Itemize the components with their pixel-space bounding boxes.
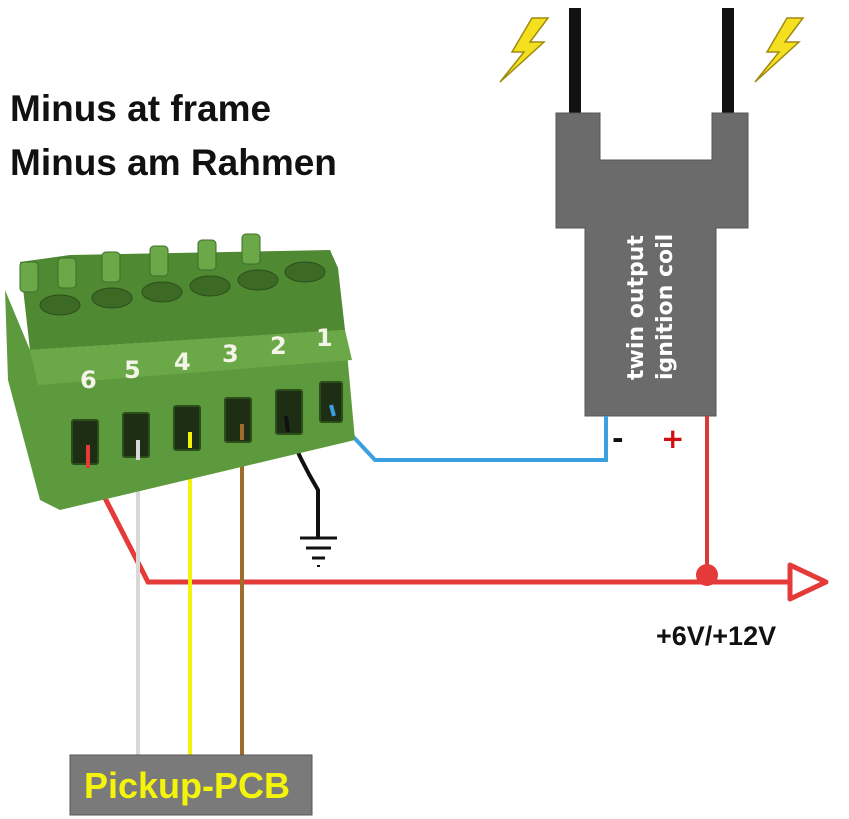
pickup-pcb-label: Pickup-PCB — [84, 765, 290, 806]
wire-red-supply — [85, 463, 800, 585]
pin-label: 5 — [124, 356, 141, 384]
supply-voltage-label: +6V/+12V — [656, 621, 776, 651]
coil-plus-label: + — [661, 422, 684, 455]
ht-lead-left — [569, 8, 581, 118]
coil-body — [555, 112, 749, 417]
coil-label-line2: ignition coil — [653, 234, 678, 380]
pin-label: 2 — [270, 332, 287, 360]
lightning-icon — [499, 17, 550, 83]
coil-label-line1: twin output — [624, 235, 649, 380]
pin-label: 3 — [222, 340, 239, 368]
terminal-block: 6 5 4 3 2 1 — [5, 233, 355, 510]
pin-label: 6 — [80, 366, 97, 394]
title-line-1: Minus at frame — [10, 88, 272, 129]
lightning-icon — [754, 17, 805, 83]
ht-lead-right — [722, 8, 734, 118]
ignition-coil: twin output ignition coil — [555, 8, 749, 417]
arrow-right-icon — [787, 562, 829, 602]
wire-blue — [329, 411, 608, 462]
ground-symbol-icon — [300, 536, 337, 567]
pin-label: 4 — [174, 348, 191, 376]
coil-minus-label: - — [612, 422, 624, 455]
junction-dot-icon — [696, 564, 718, 586]
pin-label: 1 — [316, 324, 333, 352]
pickup-pcb: Pickup-PCB — [69, 754, 313, 816]
title-line-2: Minus am Rahmen — [10, 142, 337, 183]
